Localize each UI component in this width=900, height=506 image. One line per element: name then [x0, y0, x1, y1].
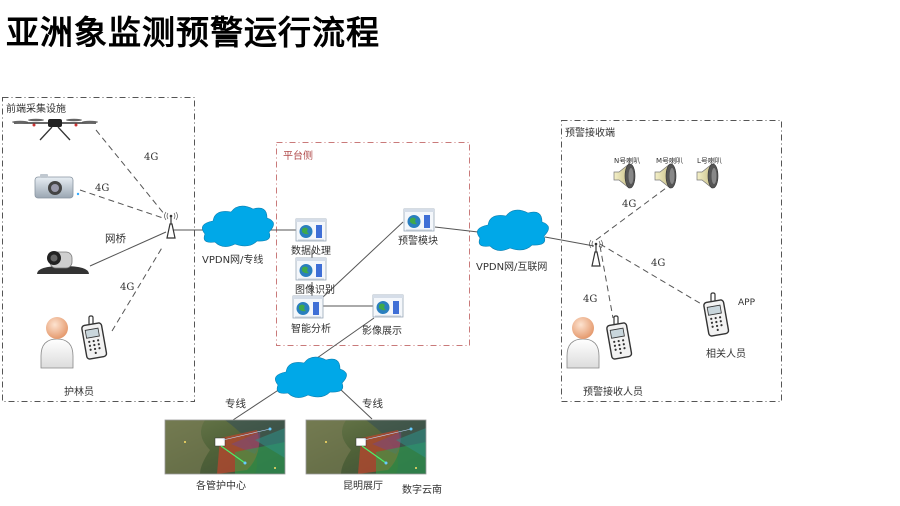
image-recognition-module-icon — [295, 257, 327, 281]
receiver-person-icon — [566, 316, 600, 369]
speaker-l-label: L号喇叭 — [697, 157, 722, 165]
video-camera-icon — [37, 251, 89, 274]
cloud-left-icon — [202, 205, 274, 247]
ranger-phone-link-label: 4G — [120, 282, 135, 293]
alert-module-icon — [403, 208, 435, 232]
page-title: 亚洲象监测预警运行流程 — [6, 13, 380, 52]
front-antenna-icon — [163, 211, 179, 239]
intelligent-analysis-label: 智能分析 — [291, 324, 331, 335]
speaker-link-label: 4G — [622, 199, 637, 210]
platform-group-box — [276, 142, 470, 346]
receiver-group-box — [561, 120, 782, 402]
receiver-mobile-phone-icon — [605, 315, 633, 361]
center-map-screen — [164, 419, 286, 475]
image-display-module-icon — [372, 294, 404, 318]
ranger-mobile-phone-icon — [80, 315, 108, 361]
video-camera-link — [89, 231, 167, 267]
receiver-personnel-label: 预警接收人员 — [583, 387, 643, 398]
kunming-hall-label: 昆明展厅 — [343, 481, 383, 492]
antenna-to-receiver-link — [599, 245, 614, 319]
data-processing-module-icon — [295, 218, 327, 242]
front-end-group-box — [2, 97, 195, 402]
ranger-person-icon — [40, 316, 74, 369]
camera-icon — [34, 174, 80, 199]
right-cloud-to-antenna-link — [544, 236, 595, 247]
speaker-m-label: M号喇叭 — [656, 157, 684, 165]
platform-group-label: 平台侧 — [283, 151, 313, 162]
cloud-right-icon — [477, 209, 549, 251]
data-processing-label: 数据处理 — [291, 246, 331, 257]
camera-link — [79, 189, 164, 219]
cloud-to-hall-link — [338, 387, 373, 420]
ranger-label: 护林员 — [64, 387, 94, 398]
image-recognition-label: 图像识别 — [295, 285, 335, 296]
app-link-label: 4G — [651, 258, 666, 269]
management-center-label: 各管护中心 — [196, 481, 246, 492]
related-personnel-label: 相关人员 — [706, 349, 746, 360]
alert-module-label: 预警模块 — [398, 236, 438, 247]
network-left-label: VPDN网/专线 — [202, 255, 264, 266]
drone-icon — [12, 118, 98, 141]
alert-to-cloud-link — [434, 226, 479, 233]
image-display-label: 影像展示 — [362, 326, 402, 337]
antenna-to-app-link — [599, 243, 704, 306]
camera-link-label: 4G — [95, 183, 110, 194]
app-label: APP — [738, 298, 756, 308]
network-right-label: VPDN网/互联网 — [476, 262, 548, 273]
cloud-to-center-link — [232, 386, 284, 421]
antenna-to-speaker-link — [595, 187, 667, 241]
app-mobile-phone-icon — [702, 292, 730, 338]
speaker-l-icon — [696, 163, 719, 189]
cloud-bottom-icon — [275, 356, 347, 398]
intelligent-analysis-module-icon — [292, 295, 324, 319]
digital-yunnan-label: 数字云南 — [402, 485, 442, 496]
receiver-link-label: 4G — [583, 294, 598, 305]
front-end-group-label: 前端采集设施 — [6, 104, 66, 115]
analysis-to-alert-link — [322, 221, 404, 298]
video-camera-link-label: 网桥 — [105, 233, 126, 245]
receiver-group-label: 预警接收端 — [565, 128, 615, 139]
dedicated-line-left-label: 专线 — [225, 398, 246, 410]
ranger-phone-link — [111, 245, 164, 332]
speaker-n-icon — [613, 163, 636, 189]
drone-link — [95, 129, 166, 216]
speaker-m-icon — [654, 163, 677, 189]
speaker-n-label: N号喇叭 — [614, 157, 641, 165]
hall-map-screen — [305, 419, 427, 475]
dedicated-line-right-label: 专线 — [362, 398, 383, 410]
drone-link-label: 4G — [144, 152, 159, 163]
